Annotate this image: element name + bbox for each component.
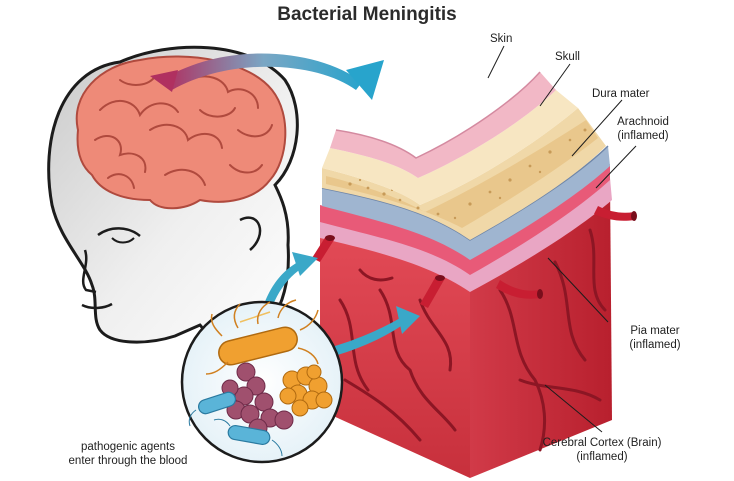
label-cerebral-cortex: Cerebral Cortex (Brain) (inflamed)	[524, 436, 680, 464]
leader-lines	[487, 45, 637, 433]
label-arachnoid-line1: Arachnoid	[617, 116, 669, 128]
label-pia-line2: (inflamed)	[629, 339, 681, 351]
label-pia-line1: Pia mater	[630, 325, 680, 337]
label-arachnoid-line2: (inflamed)	[617, 130, 669, 142]
curved-arrow	[150, 53, 384, 100]
label-pathogen-line2: enter through the blood	[68, 455, 188, 467]
label-pathogen-line1: pathogenic agents	[81, 441, 175, 453]
pathogen-magnifier	[180, 299, 344, 464]
label-arachnoid: Arachnoid (inflamed)	[598, 115, 688, 143]
head-illustration	[47, 45, 299, 352]
blood-vessels	[312, 206, 637, 308]
label-cortex-line1: Cerebral Cortex (Brain)	[542, 437, 662, 449]
label-skull: Skull	[555, 51, 580, 63]
label-dura-mater: Dura mater	[592, 88, 650, 100]
label-cortex-line2: (inflamed)	[576, 451, 628, 463]
tissue-block	[312, 71, 637, 478]
diagram-title: Bacterial Meningitis	[277, 4, 457, 25]
label-pathogenic-agents: pathogenic agents enter through the bloo…	[48, 440, 208, 468]
label-pia-mater: Pia mater (inflamed)	[612, 324, 698, 352]
label-skin: Skin	[490, 33, 513, 45]
